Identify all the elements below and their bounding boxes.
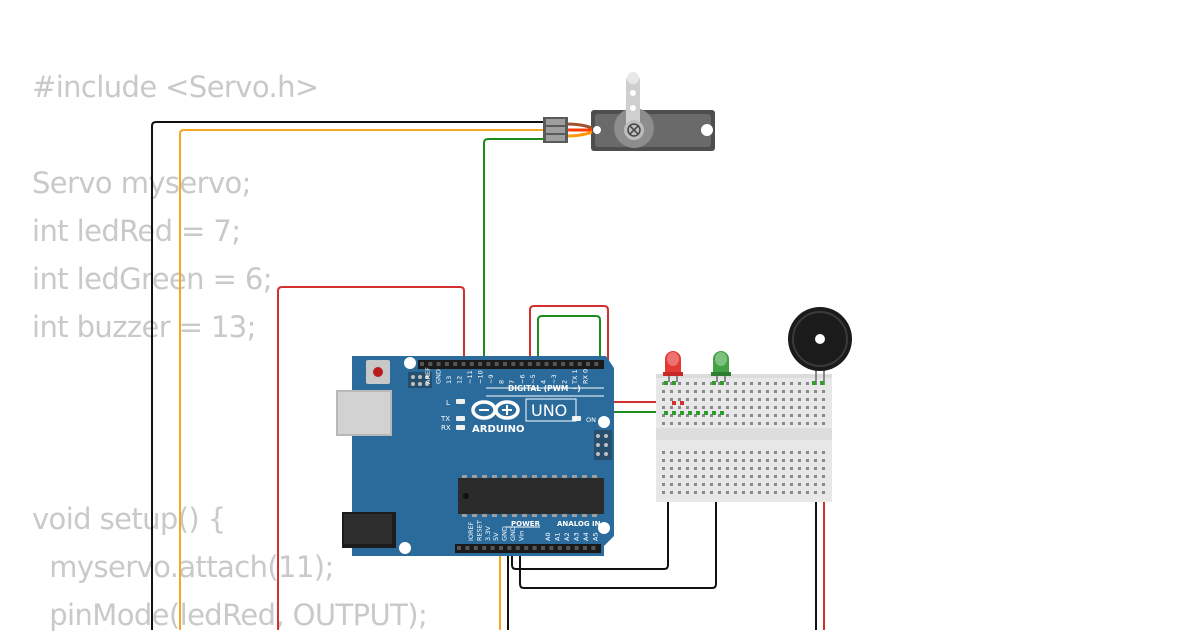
digital-pin-label: ~5 (529, 374, 537, 384)
digital-pin-label: ~6 (519, 374, 527, 384)
buzzer-hole-icon (815, 334, 825, 344)
analog-label: ANALOG IN (557, 520, 601, 528)
atmega-chip (458, 475, 604, 517)
wire-servo-power[interactable] (179, 129, 545, 630)
analog-pin-label: A1 (554, 532, 562, 541)
on-led-label: ON (586, 416, 596, 424)
power-pin-label: RESET (475, 520, 483, 541)
piezo-buzzer[interactable] (788, 307, 852, 384)
code-line-4: int ledRed = 7; (32, 214, 241, 248)
digital-pin-label: 13 (445, 376, 453, 384)
power-pin-label: Vin (517, 531, 525, 541)
digital-pin-label: 4 (540, 380, 548, 384)
analog-pin-label: A0 (544, 532, 552, 541)
code-line-5: int ledGreen = 6; (32, 262, 273, 296)
analog-pin-label: A4 (582, 532, 590, 541)
power-pin-label: 5V (492, 532, 500, 541)
digital-pin-label: RX 0 (582, 369, 590, 384)
code-line-10: void setup() { (32, 502, 226, 536)
digital-pin-label: 12 (456, 376, 464, 384)
analog-pin-label: A3 (573, 532, 581, 541)
power-pin-label: GND (509, 526, 517, 541)
code-line-3: Servo myservo; (32, 166, 251, 200)
servo-motor[interactable] (543, 72, 715, 151)
breadboard (656, 374, 832, 502)
wire-gnd-led-red[interactable] (511, 425, 669, 570)
l-led-label: L (446, 399, 450, 407)
wire-buzzer-13[interactable] (277, 286, 465, 630)
board-brand: ARDUINO (472, 424, 524, 435)
led-red[interactable] (663, 351, 683, 382)
digital-pin-label: GND (435, 369, 443, 384)
digital-pin-label: TX 1 (571, 369, 579, 385)
analog-pin-label: A2 (563, 532, 571, 541)
digital-label: DIGITAL (PWM ~) (508, 384, 581, 393)
power-label: POWER (511, 520, 541, 528)
board-model: UNO (531, 401, 567, 420)
digital-pin-label: ~10 (477, 370, 485, 384)
digital-header (418, 360, 604, 369)
digital-pin-label: 2 (561, 380, 569, 384)
wires (151, 121, 825, 630)
rx-led-label: RX (441, 424, 451, 432)
wire-gnd-led-green[interactable] (519, 425, 717, 589)
code-line-11: myservo.attach(11); (32, 550, 334, 584)
led-green[interactable] (711, 351, 731, 382)
digital-pin-label: ~3 (550, 374, 558, 384)
power-pin-label: GND (501, 526, 509, 541)
tx-led-label: TX (440, 415, 450, 423)
digital-pin-label: 8 (498, 380, 506, 384)
code-line-1: #include <Servo.h> (32, 70, 319, 104)
analog-pin-label: A5 (592, 532, 600, 541)
wire-servo-gnd[interactable] (151, 121, 545, 630)
digital-pin-label: ~11 (466, 370, 474, 384)
digital-pin-label: 7 (508, 380, 516, 384)
digital-pin-label: ~9 (487, 374, 495, 384)
code-line-6: int buzzer = 13; (32, 310, 256, 344)
wire-servo-signal[interactable] (483, 138, 545, 362)
digital-pin-label: AREF (424, 367, 432, 384)
code-line-12: pinMode(ledRed, OUTPUT); (32, 598, 428, 632)
power-pin-label: IOREF (467, 521, 475, 541)
arduino-infinity-logo-icon (471, 400, 520, 420)
power-pin-label: 3.3V (484, 526, 492, 541)
